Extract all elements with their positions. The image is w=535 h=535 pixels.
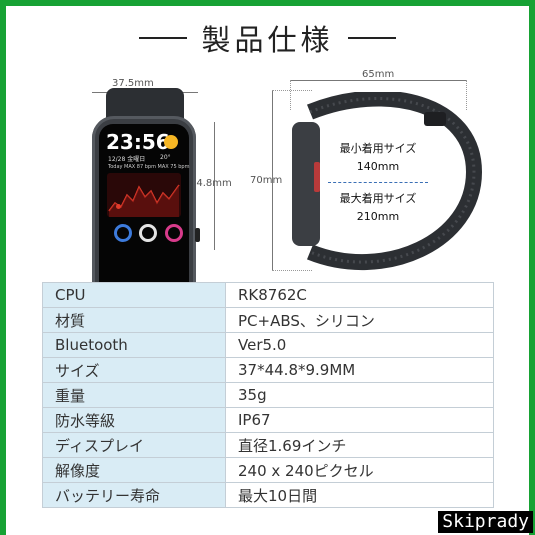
page-title: 製品仕様 — [201, 23, 334, 57]
spec-key: Bluetooth — [42, 332, 226, 358]
title-line-right — [347, 37, 396, 39]
side-width-label: 65mm — [362, 69, 395, 80]
min-size-value: 140mm — [356, 160, 400, 173]
title-row: 製品仕様 — [0, 18, 535, 58]
side-width-tick-left — [290, 80, 291, 110]
spec-value: 35g — [225, 382, 494, 408]
spec-key: 防水等級 — [42, 407, 226, 433]
max-size-value: 210mm — [356, 210, 400, 223]
watch-temp: 20° — [160, 154, 171, 161]
watch-hr-text: Today MAX 87 bpm MAX 75 bpm — [108, 164, 190, 170]
side-height-line — [272, 90, 273, 270]
side-height-tick-top — [272, 90, 312, 91]
spec-value: IP67 — [225, 407, 494, 433]
watch-side-image — [284, 90, 484, 272]
front-height-label: 44.8mm — [190, 178, 232, 189]
heart-icon — [116, 204, 121, 209]
spec-key: バッテリー寿命 — [42, 482, 226, 508]
table-row: バッテリー寿命最大10日間 — [42, 482, 494, 508]
table-row: ディスプレイ直径1.69インチ — [42, 432, 494, 458]
side-button — [195, 228, 200, 242]
front-width-label: 37.5mm — [112, 78, 154, 89]
spec-key: 解像度 — [42, 457, 226, 483]
side-height-label: 70mm — [250, 175, 283, 186]
watch-date: 12/28 金曜日 — [108, 156, 146, 163]
spec-value: 直径1.69インチ — [225, 432, 494, 458]
activity-ring-pink — [165, 224, 183, 242]
spec-value: 37*44.8*9.9MM — [225, 357, 494, 383]
max-size-label: 最大着用サイズ — [339, 192, 417, 205]
side-width-line — [290, 80, 466, 81]
spec-key: 重量 — [42, 382, 226, 408]
spec-value: RK8762C — [225, 282, 494, 308]
front-height-line — [214, 122, 215, 250]
heart-rate-chart — [107, 173, 181, 217]
watermark: Skiprady — [438, 511, 533, 533]
spec-key: CPU — [42, 282, 226, 308]
spec-key: サイズ — [42, 357, 226, 383]
spec-value: 最大10日間 — [225, 482, 494, 508]
spec-key: 材質 — [42, 307, 226, 333]
title-line-left — [139, 37, 188, 39]
sun-icon — [164, 135, 178, 149]
spec-value: PC+ABS、シリコン — [225, 307, 494, 333]
size-divider — [328, 182, 428, 183]
side-height-tick-bottom — [272, 270, 312, 271]
spec-key: ディスプレイ — [42, 432, 226, 458]
activity-ring-white — [139, 224, 157, 242]
spec-value: 240 x 240ピクセル — [225, 457, 494, 483]
watch-screen-content: 23:56 12/28 金曜日 20° Today MAX 87 bpm MAX… — [80, 78, 210, 288]
watch-band-icon — [292, 90, 483, 270]
watch-time: 23:56 — [106, 130, 170, 154]
min-size-label: 最小着用サイズ — [339, 142, 417, 155]
side-width-tick-right — [466, 80, 467, 110]
activity-ring-blue — [114, 224, 132, 242]
spec-value: Ver5.0 — [225, 332, 494, 358]
heart-rate-graph-icon — [108, 184, 180, 217]
